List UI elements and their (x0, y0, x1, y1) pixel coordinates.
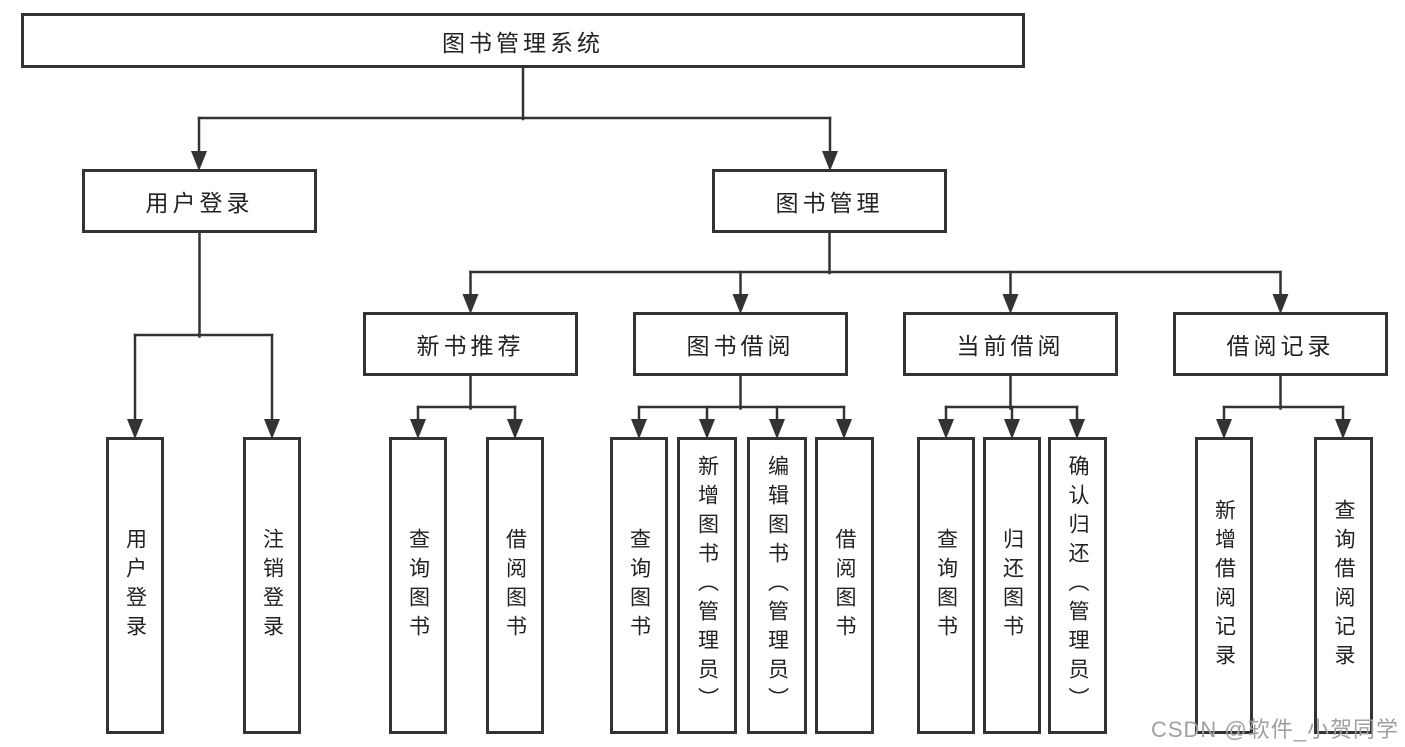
node-user-login: 用户登录 (82, 169, 317, 233)
arrowhead (1272, 294, 1289, 314)
arrowhead (191, 151, 207, 171)
arrowhead (1216, 419, 1232, 439)
arrowhead (631, 419, 647, 439)
arrowhead (699, 419, 715, 439)
arrowhead (938, 419, 954, 439)
leaf-logout: 注销登录 (243, 437, 301, 734)
arrowhead (836, 419, 852, 439)
node-library-management-system: 图书管理系统 (21, 13, 1025, 68)
leaf-confirm-return-admin: 确认归还（管理员） (1048, 437, 1107, 734)
arrowhead (462, 294, 479, 314)
arrowhead (410, 419, 426, 439)
leaf-add-borrow-record: 新增借阅记录 (1195, 437, 1253, 734)
leaf-borrow-books-borrowing: 借阅图书 (815, 437, 874, 734)
arrowhead (822, 151, 838, 171)
leaf-user-login: 用户登录 (106, 437, 164, 734)
leaf-add-book-admin: 新增图书（管理员） (677, 437, 737, 734)
arrowhead (769, 419, 785, 439)
node-book-borrowing: 图书借阅 (633, 312, 848, 376)
arrowhead (507, 419, 523, 439)
arrowhead (264, 419, 280, 439)
arrowhead (127, 419, 143, 439)
leaf-query-books-current: 查询图书 (917, 437, 975, 734)
leaf-return-books: 归还图书 (983, 437, 1041, 734)
node-new-book-recommendation: 新书推荐 (363, 312, 578, 376)
leaf-query-borrow-record: 查询借阅记录 (1314, 437, 1373, 734)
arrowhead (1002, 294, 1019, 314)
node-current-borrowing: 当前借阅 (903, 312, 1118, 376)
arrowhead (1335, 419, 1351, 439)
arrowhead (1004, 419, 1020, 439)
arrowhead (1069, 419, 1085, 439)
leaf-borrow-books-recommend: 借阅图书 (486, 437, 544, 734)
leaf-edit-book-admin: 编辑图书（管理员） (747, 437, 807, 734)
arrowhead (732, 294, 749, 314)
leaf-query-books-borrowing: 查询图书 (610, 437, 668, 734)
watermark: CSDN @软件_小贺同学 (1150, 717, 1399, 742)
leaf-query-books-recommend: 查询图书 (389, 437, 447, 734)
node-borrowing-records: 借阅记录 (1173, 312, 1388, 376)
node-book-management: 图书管理 (712, 169, 947, 233)
